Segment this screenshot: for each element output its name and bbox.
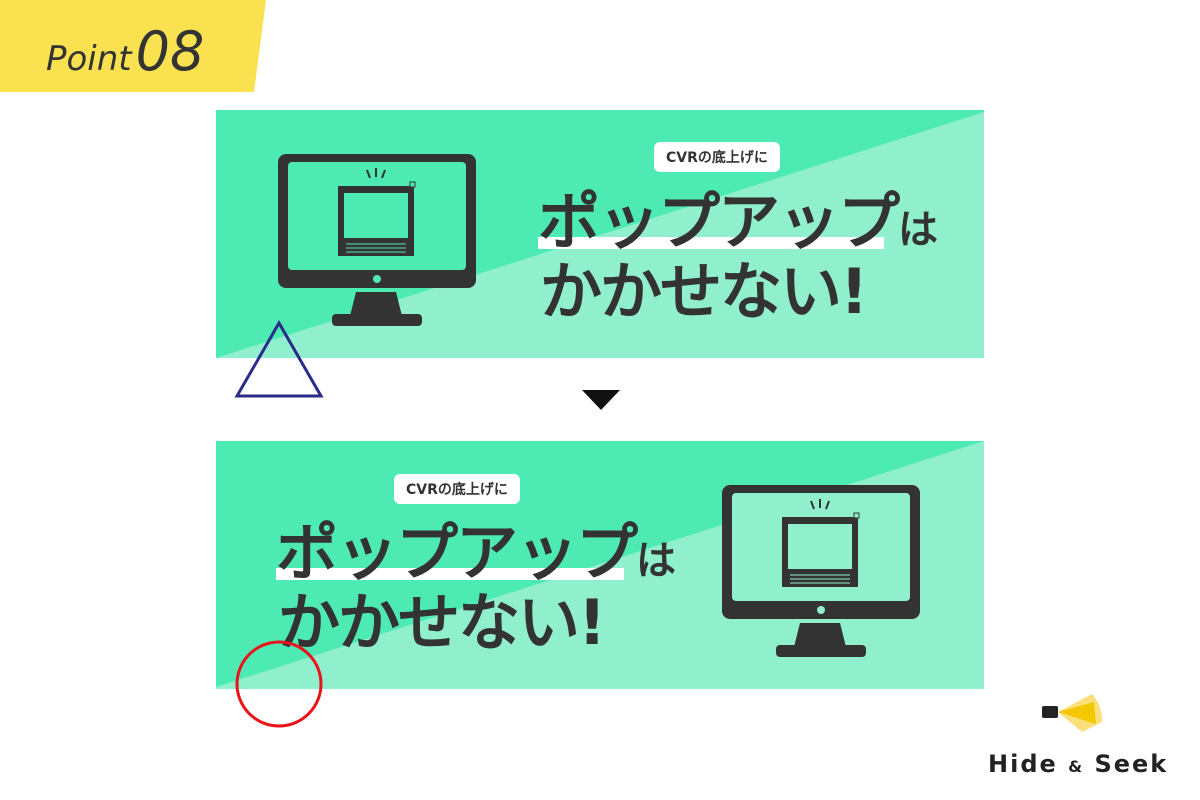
logo-hide: Hide — [988, 750, 1058, 778]
highlight-bar — [276, 568, 624, 580]
logo-seek: Seek — [1094, 750, 1169, 778]
point-badge — [0, 0, 266, 92]
headline-popup: ポップアップ — [538, 185, 900, 258]
hide-and-seek-logo: Hide & Seek — [988, 750, 1168, 778]
point-word: Point — [46, 39, 132, 79]
monitor-popup-icon — [722, 485, 920, 657]
logo-amp: & — [1068, 757, 1085, 776]
headline-line1: ポップアップは — [538, 190, 938, 262]
cvr-pill: CVRの底上げに — [654, 142, 780, 172]
headline-line2: かかせない! — [540, 255, 868, 328]
headline-suffix: は — [898, 207, 938, 253]
cvr-pill: CVRの底上げに — [394, 474, 520, 504]
monitor-popup-icon — [278, 154, 476, 326]
headline-line1: ポップアップは — [276, 521, 676, 593]
circle-mark — [235, 640, 323, 728]
banner-before: CVRの底上げに ポップアップは かかせない! — [216, 110, 984, 358]
headline-popup: ポップアップ — [276, 516, 638, 589]
flashlight-icon — [1042, 694, 1103, 732]
highlight-bar — [538, 237, 884, 249]
headline-suffix: は — [636, 538, 676, 584]
down-arrow-icon — [582, 390, 620, 410]
point-number: 08 — [135, 20, 205, 83]
banner-after: CVRの底上げに ポップアップは かかせない! — [216, 441, 984, 689]
triangle-mark — [234, 319, 324, 398]
headline-line2: かかせない! — [278, 586, 606, 659]
point-label: Point08 — [46, 20, 204, 83]
